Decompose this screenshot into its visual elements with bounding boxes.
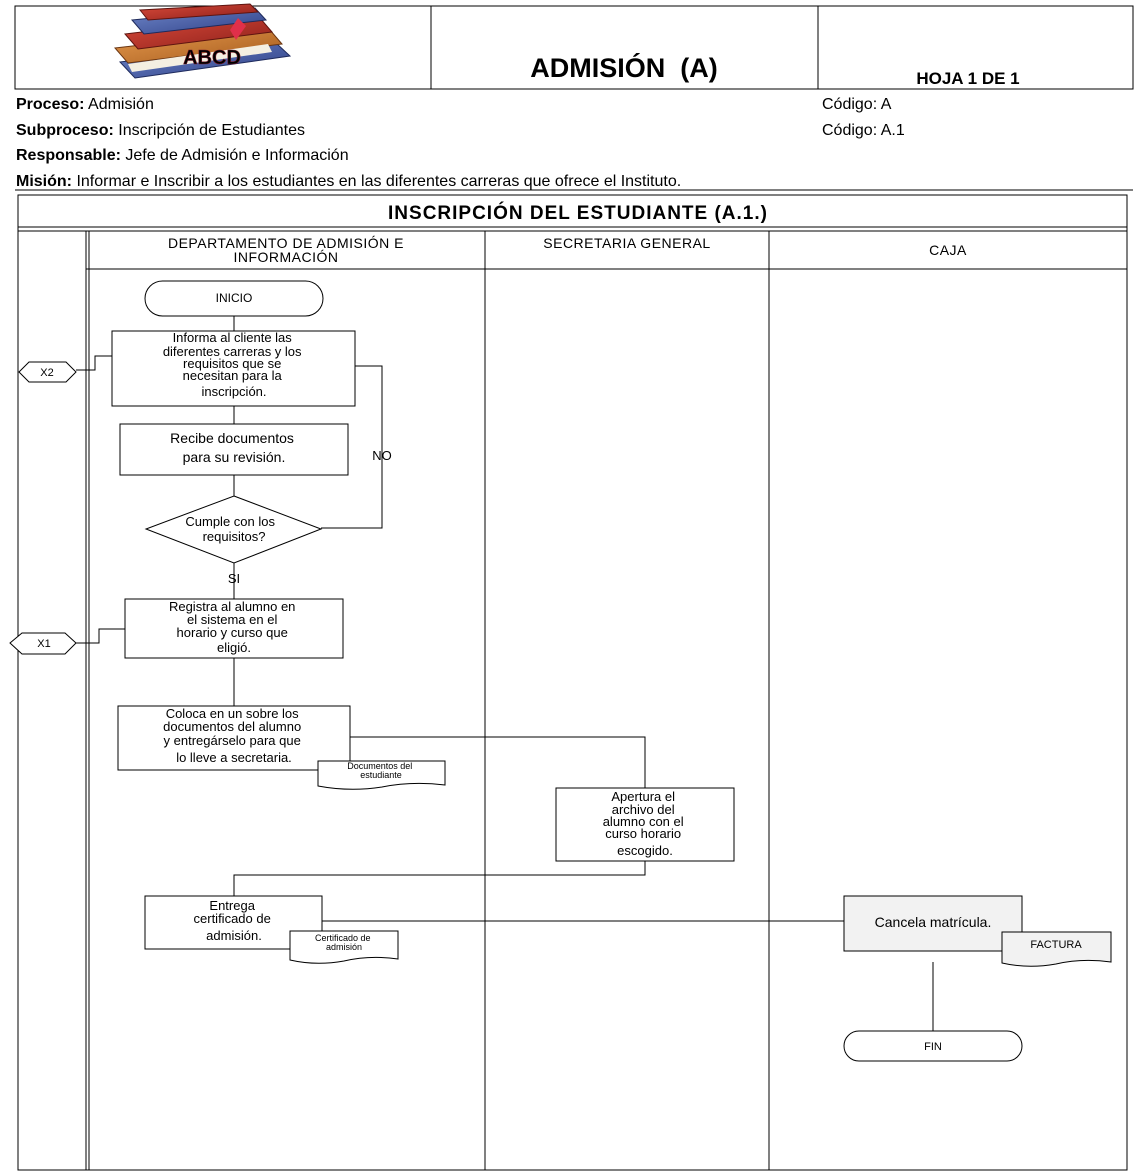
- process-step-receive-documents: [119, 423, 349, 476]
- flow-title: INSCRIPCIÓN DEL ESTUDIANTE (A.1.): [388, 202, 768, 224]
- end-label: FIN: [924, 1041, 942, 1053]
- page-title: ADMISIÓN (A): [530, 52, 717, 83]
- decision-si-label: SI: [228, 571, 240, 586]
- process-step-receive-documents-text: Recibe documentos para su revisión.: [170, 430, 298, 465]
- process-step-inform-text: Informa al cliente las diferentes carrer…: [163, 330, 305, 399]
- process-step-open-file: [555, 787, 735, 862]
- document-student-files-text: Documentos del estudiante: [347, 761, 415, 780]
- process-step-pay-tuition: [843, 895, 1023, 952]
- responsable-value: Jefe de Admisión e Información: [121, 147, 349, 164]
- responsable-label: Responsable:: [16, 147, 121, 164]
- mision-label: Misión:: [16, 173, 72, 190]
- decision-requirements-text: Cumple con los requisitos?: [185, 514, 278, 544]
- subproceso-code: Código: A.1: [822, 122, 905, 139]
- lane-header-secretaria: SECRETARIA GENERAL: [543, 235, 710, 251]
- document-admission-certificate: [289, 930, 399, 964]
- process-step-envelope-documents: [117, 705, 351, 771]
- start-terminator: [144, 280, 324, 317]
- proceso-label: Proceso:: [16, 96, 84, 113]
- lane-header-admision-2: INFORMACIÓN: [233, 249, 338, 265]
- proceso-code: Código: A: [822, 96, 892, 113]
- connector-x1: [9, 632, 77, 655]
- flow-connectors: [76, 316, 934, 1031]
- connector-x2-label: X2: [40, 367, 53, 379]
- decision-no-label: NO: [372, 448, 392, 463]
- document-invoice: [1001, 931, 1112, 967]
- svg-text:Proceso: Admisión: Proceso: Admisión: [16, 96, 154, 113]
- svg-text:Responsable: Jefe de Admisión: Responsable: Jefe de Admisión e Informac…: [16, 147, 349, 164]
- books-logo: ABCD: [114, 3, 292, 79]
- end-terminator: [843, 1030, 1023, 1062]
- header-table: [14, 5, 1134, 90]
- info-block: Proceso: Admisión Código: A Subproceso: …: [16, 96, 905, 190]
- connector-x2: [18, 361, 77, 383]
- mision-value: Informar e Inscribir a los estudiantes e…: [72, 173, 681, 190]
- process-step-pay-tuition-text: Cancela matrícula.: [875, 914, 992, 930]
- process-step-register-student: [124, 598, 344, 659]
- document-admission-certificate-text: Certificado de admisión: [315, 933, 373, 952]
- process-step-envelope-documents-text: Coloca en un sobre los documentos del al…: [163, 706, 305, 765]
- process-step-open-file-text: Apertura el archivo del alumno con el cu…: [603, 789, 688, 858]
- decision-requirements: [144, 495, 323, 564]
- svg-text:Misión: Informar e Inscribir a: Misión: Informar e Inscribir a los estud…: [16, 173, 681, 190]
- proceso-value: Admisión: [84, 96, 153, 113]
- sheet-number: HOJA 1 DE 1: [916, 69, 1019, 88]
- subproceso-value: Inscripción de Estudiantes: [114, 122, 305, 139]
- document-invoice-text: FACTURA: [1030, 939, 1082, 951]
- process-step-register-student-text: Registra al alumno en el sistema en el h…: [169, 599, 299, 655]
- svg-text:Subproceso: Inscripción de Est: Subproceso: Inscripción de Estudiantes: [16, 122, 305, 139]
- document-student-files: [317, 760, 446, 790]
- swimlane-frame: [17, 194, 1128, 1171]
- lane-header-admision-1: DEPARTAMENTO DE ADMISIÓN E: [168, 235, 404, 251]
- start-label: INICIO: [216, 291, 253, 305]
- connector-x1-label: X1: [37, 638, 50, 650]
- lane-header-caja: CAJA: [929, 242, 967, 258]
- process-step-inform: [111, 330, 356, 407]
- process-step-deliver-certificate-text: Entrega certificado de admisión.: [194, 898, 275, 943]
- logo-text: ABCD: [183, 47, 241, 69]
- subproceso-label: Subproceso:: [16, 122, 114, 139]
